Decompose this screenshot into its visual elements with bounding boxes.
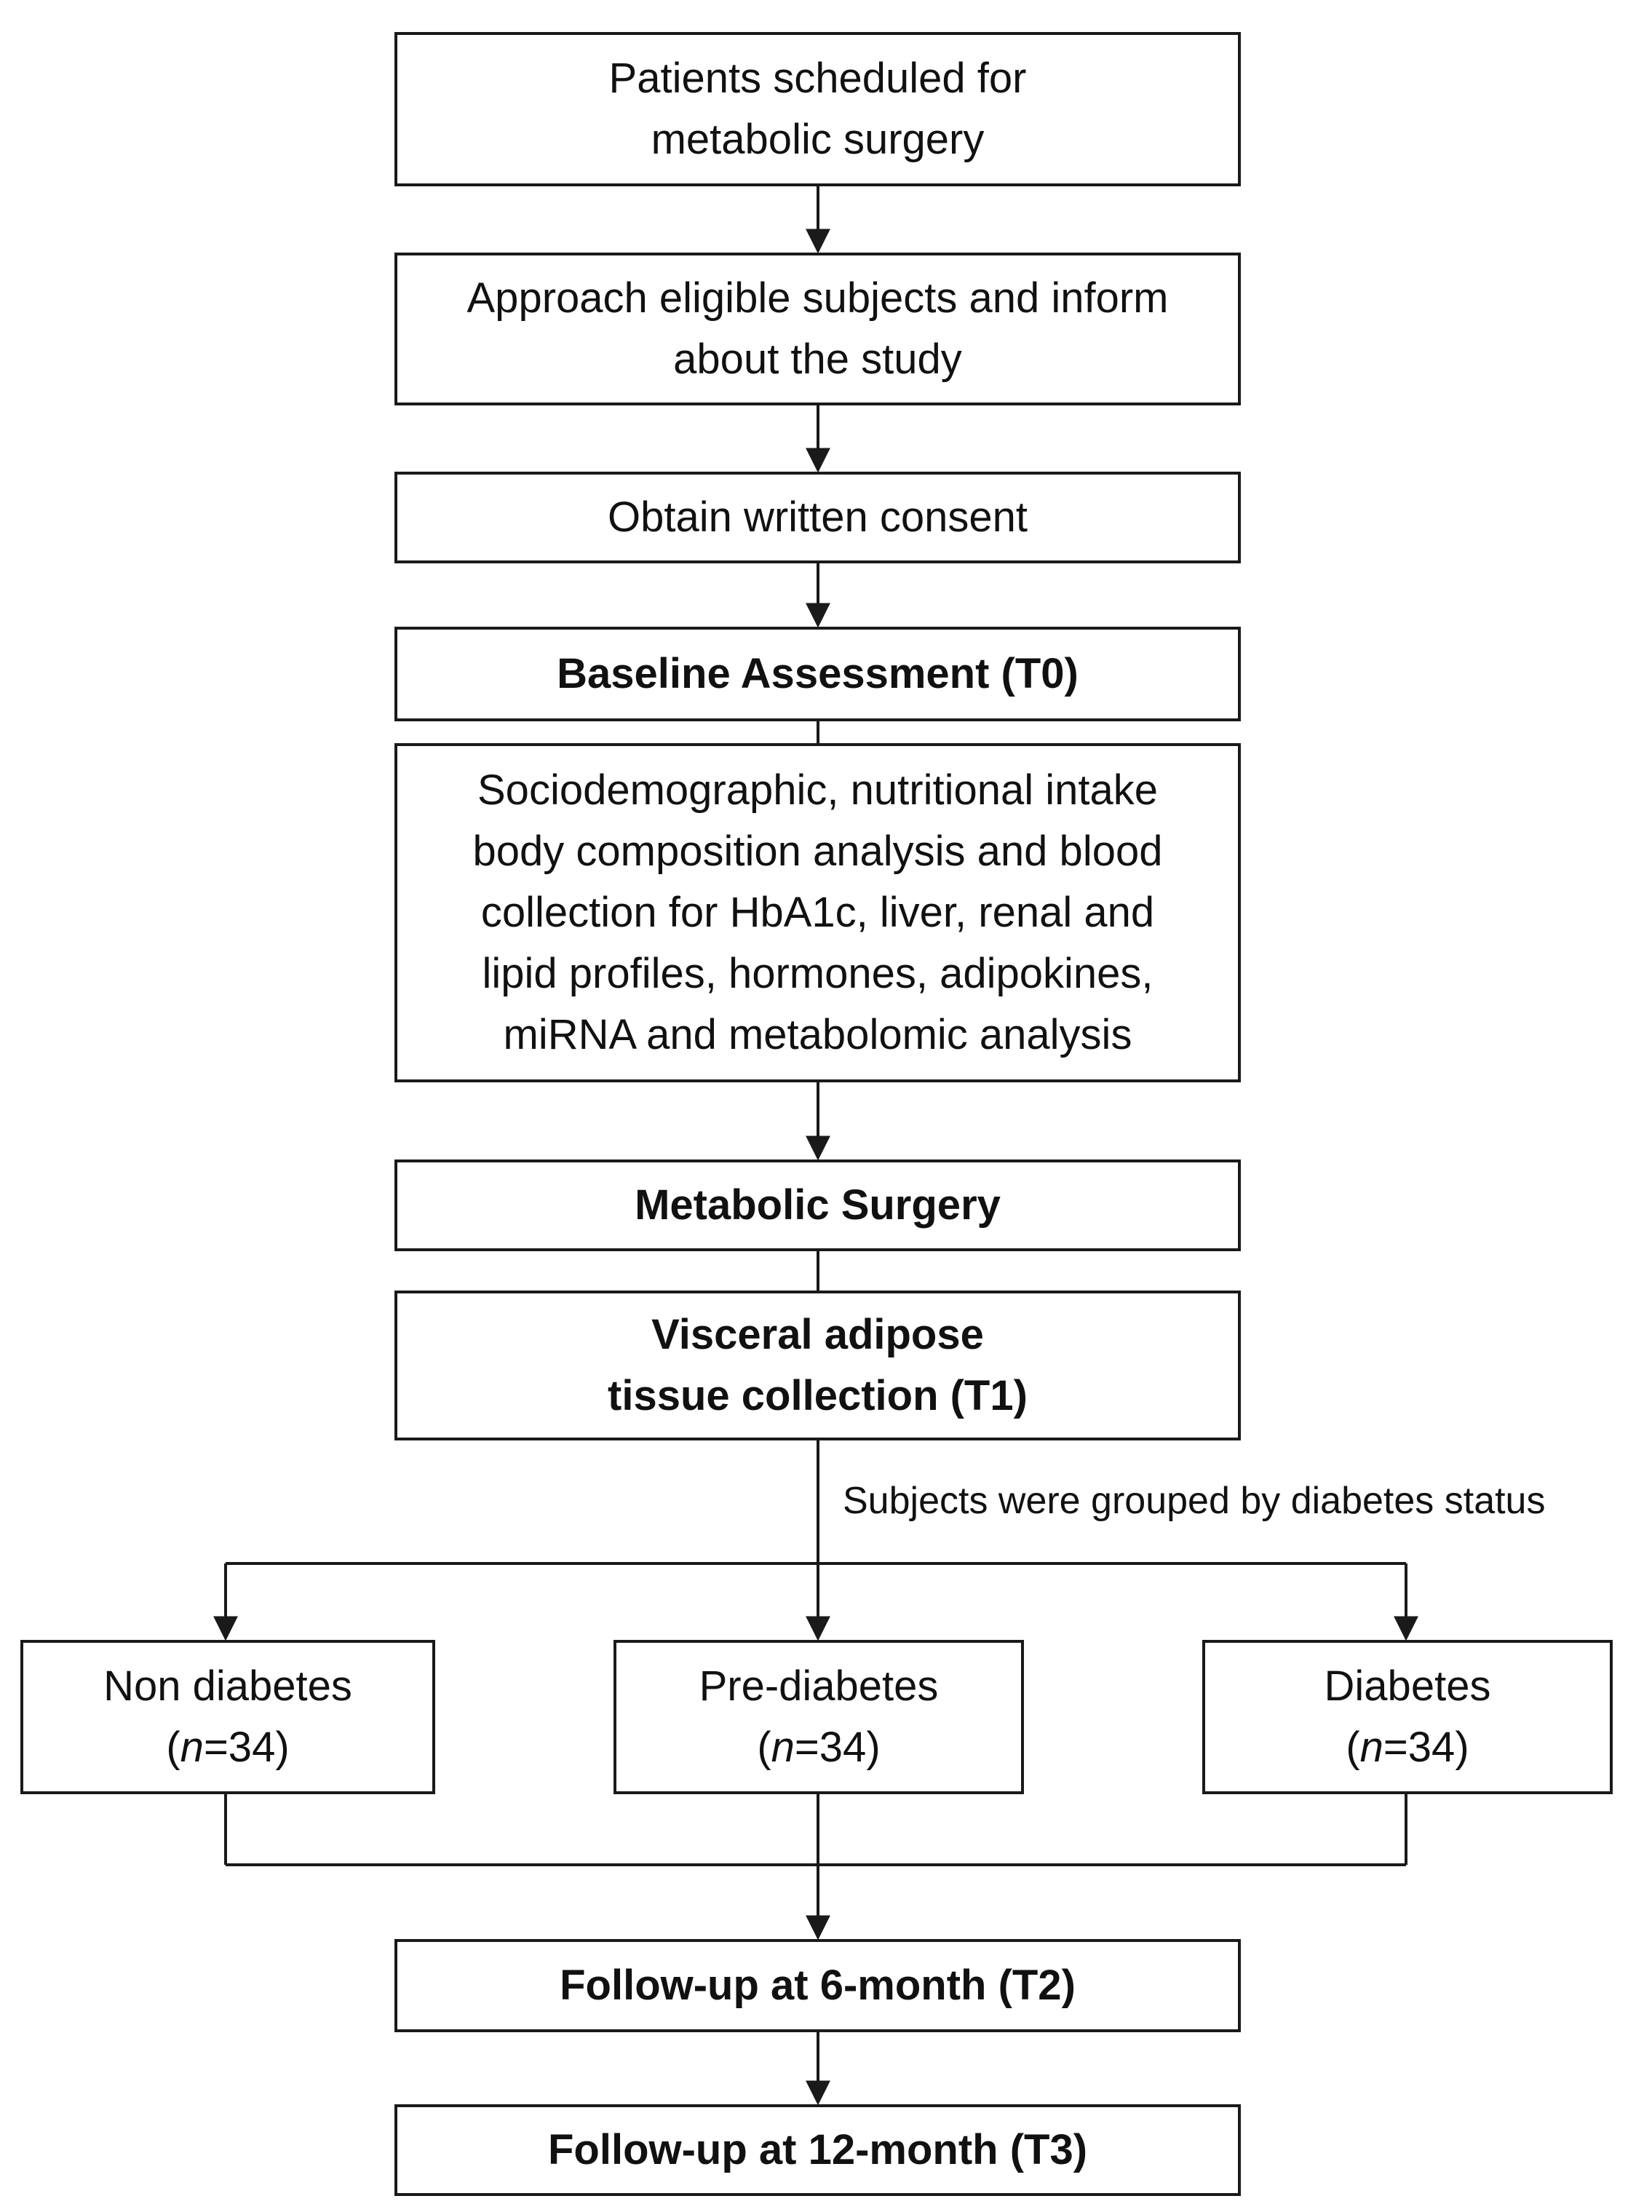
patients-scheduled-box: Patients scheduled for metabolic surgery [394,32,1241,186]
baseline-details-box: Sociodemographic, nutritional intake bod… [394,743,1241,1082]
group-box-pre-diabetes: Pre-diabetes (n=34) [613,1640,1024,1794]
patients-line-2: metabolic surgery [651,116,985,163]
n-value: =34 [1383,1724,1456,1771]
surgery-label: Metabolic Surgery [635,1181,1001,1229]
details-line-2: body composition analysis and blood [472,827,1163,875]
consent-label: Obtain written consent [607,493,1028,541]
group-label: Pre-diabetes [699,1662,939,1710]
tissue-line-1: Visceral adipose [651,1310,984,1358]
baseline-label: Baseline Assessment (T0) [557,649,1079,697]
patients-line-1: Patients scheduled for [608,54,1027,102]
metabolic-surgery-box: Metabolic Surgery [394,1159,1241,1251]
grouping-note: Subjects were grouped by diabetes status [843,1480,1546,1522]
n-symbol: n [180,1724,204,1771]
tissue-line-2: tissue collection (T1) [608,1372,1028,1419]
n-value: =34 [203,1724,276,1771]
written-consent-box: Obtain written consent [394,472,1241,563]
details-line-4: lipid profiles, hormones, adipokines, [482,950,1153,998]
n-value: =34 [794,1724,867,1771]
approach-line-1: Approach eligible subjects and inform [466,274,1169,322]
n-symbol: n [1359,1724,1383,1771]
tissue-collection-box: Visceral adipose tissue collection (T1) [394,1291,1241,1440]
approach-line-2: about the study [673,336,962,383]
followup-12-month-box: Follow-up at 12-month (T3) [394,2104,1241,2196]
followup-12-label: Follow-up at 12-month (T3) [547,2125,1088,2173]
group-label: Diabetes [1324,1662,1491,1710]
followup-6-label: Follow-up at 6-month (T2) [560,1961,1076,2009]
n-symbol: n [771,1724,795,1771]
approach-subjects-box: Approach eligible subjects and inform ab… [394,253,1241,405]
details-line-5: miRNA and metabolomic analysis [503,1011,1132,1059]
followup-6-month-box: Follow-up at 6-month (T2) [394,1939,1241,2032]
details-line-1: Sociodemographic, nutritional intake [477,766,1158,814]
group-count: (n=34) [166,1724,290,1771]
baseline-assessment-box: Baseline Assessment (T0) [394,627,1241,721]
details-line-3: collection for HbA1c, liver, renal and [480,888,1155,936]
group-count: (n=34) [1346,1724,1469,1771]
group-label: Non diabetes [103,1662,352,1710]
group-box-diabetes: Diabetes (n=34) [1202,1640,1613,1794]
group-count: (n=34) [757,1724,881,1771]
group-box-non-diabetes: Non diabetes (n=34) [20,1640,435,1794]
